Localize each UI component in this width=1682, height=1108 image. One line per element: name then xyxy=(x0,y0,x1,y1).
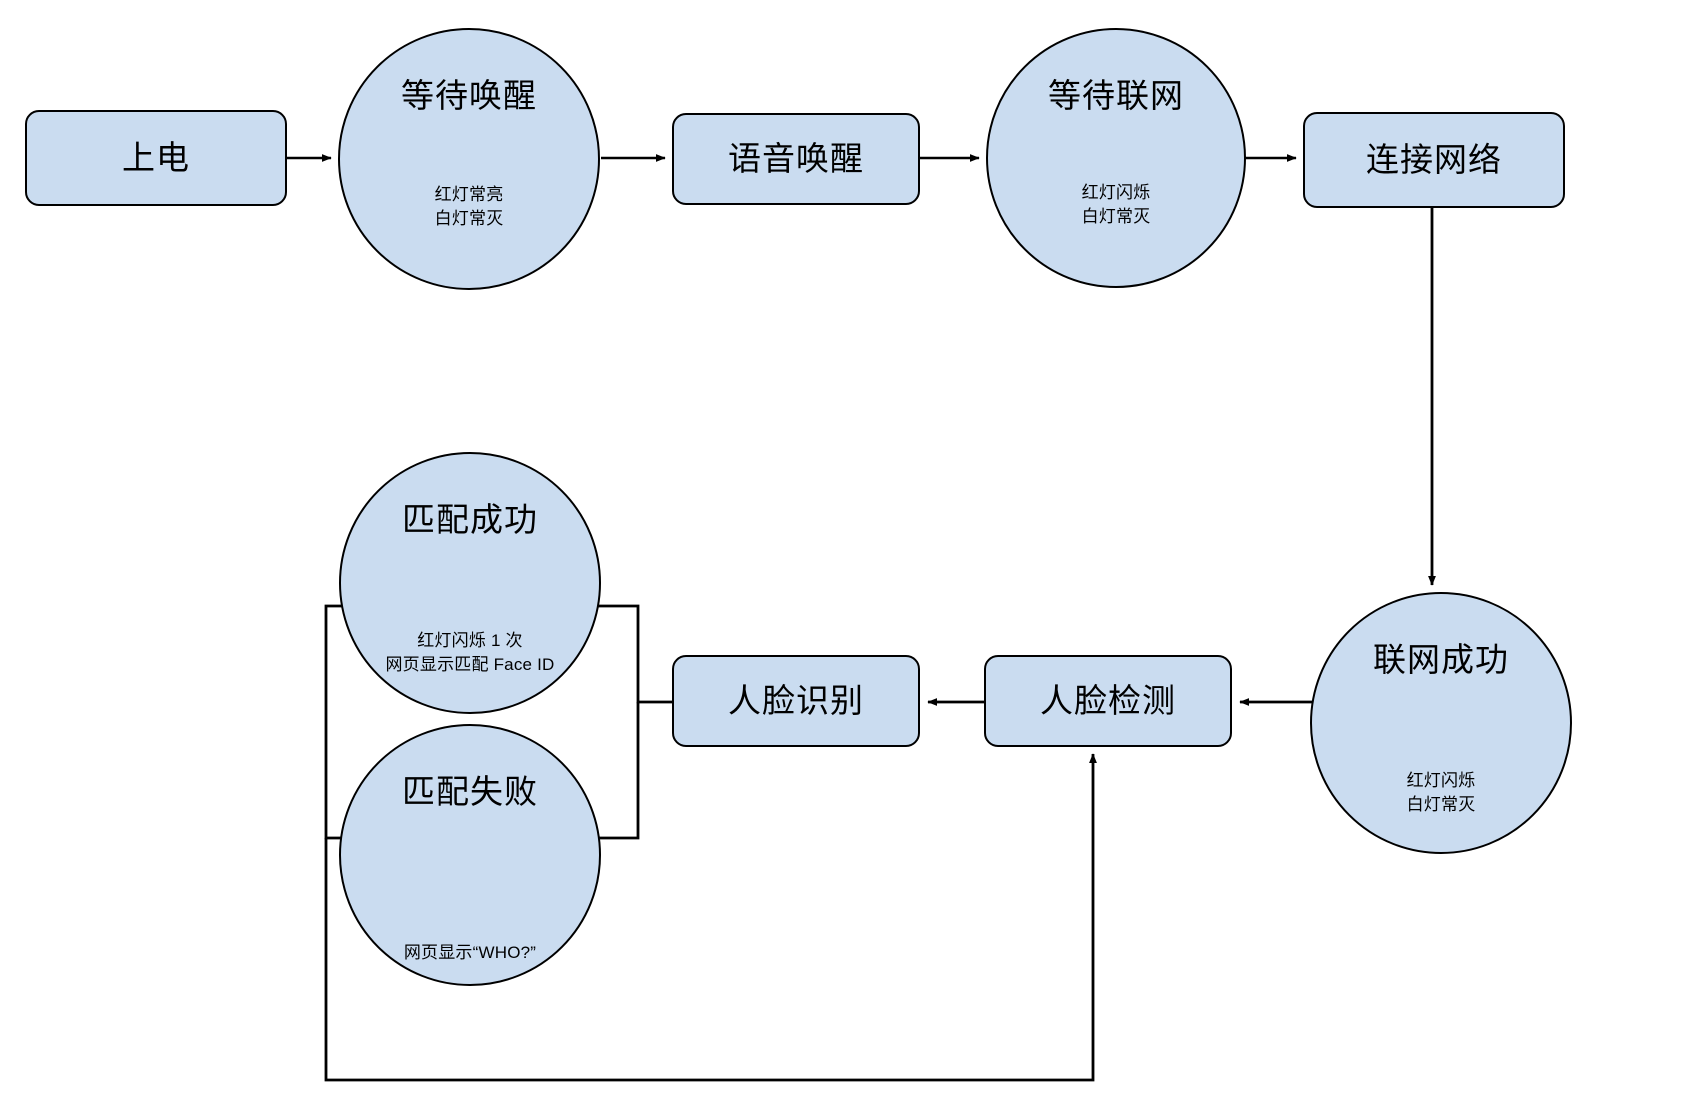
node-power-on[interactable]: 上电 xyxy=(25,110,287,206)
node-network-success-sub: 红灯闪烁 白灯常灭 xyxy=(1406,770,1476,815)
node-await-network-title: 等待联网 xyxy=(1048,77,1184,114)
node-match-success-title: 匹配成功 xyxy=(402,501,538,538)
node-face-recognize[interactable]: 人脸识别 xyxy=(672,655,920,747)
node-face-detect-title: 人脸检测 xyxy=(1040,681,1176,719)
node-power-on-title: 上电 xyxy=(122,138,190,176)
node-match-fail[interactable]: 匹配失败 网页显示“WHO?” xyxy=(339,724,601,986)
node-await-wakeup-title: 等待唤醒 xyxy=(401,77,537,114)
node-match-success[interactable]: 匹配成功 红灯闪烁 1 次 网页显示匹配 Face ID xyxy=(339,452,601,714)
edge-face-recognize-to-match-branch xyxy=(596,604,672,704)
node-voice-wakeup-title: 语音唤醒 xyxy=(728,139,864,177)
node-await-network[interactable]: 等待联网 红灯闪烁 白灯常灭 xyxy=(986,28,1246,288)
node-network-success[interactable]: 联网成功 红灯闪烁 白灯常灭 xyxy=(1310,592,1572,854)
node-voice-wakeup[interactable]: 语音唤醒 xyxy=(672,113,920,205)
node-await-wakeup[interactable]: 等待唤醒 红灯常亮 白灯常灭 xyxy=(338,28,600,290)
node-await-wakeup-sub: 红灯常亮 白灯常灭 xyxy=(434,184,504,229)
node-connect-network-title: 连接网络 xyxy=(1366,140,1502,178)
node-face-detect[interactable]: 人脸检测 xyxy=(984,655,1232,747)
node-connect-network[interactable]: 连接网络 xyxy=(1303,112,1565,208)
node-match-success-sub: 红灯闪烁 1 次 网页显示匹配 Face ID xyxy=(385,630,555,675)
node-face-recognize-title: 人脸识别 xyxy=(728,681,864,719)
node-match-fail-title: 匹配失败 xyxy=(402,773,538,810)
node-await-network-sub: 红灯闪烁 白灯常灭 xyxy=(1081,182,1151,227)
edge-face-recognize-to-match-fail xyxy=(596,702,640,840)
node-match-fail-sub: 网页显示“WHO?” xyxy=(403,943,537,963)
node-network-success-title: 联网成功 xyxy=(1373,641,1509,678)
